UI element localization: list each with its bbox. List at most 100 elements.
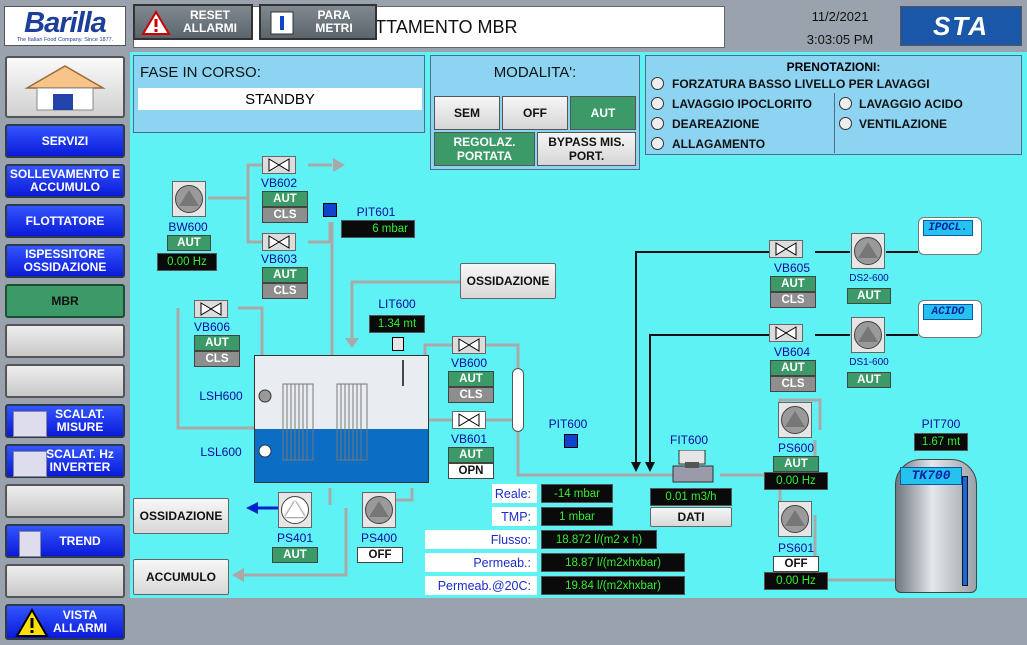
ds2600-pump[interactable] <box>851 233 885 269</box>
nav-vista-allarmi[interactable]: VISTA ALLARMI <box>5 604 125 640</box>
accumulo-button[interactable]: ACCUMULO <box>133 559 229 595</box>
reading-reale-value: -14 mbar <box>541 484 613 503</box>
reading-flusso-value: 18.872 l/(m2 x h) <box>541 530 657 549</box>
ps401-pump[interactable] <box>278 492 312 528</box>
sta-logo: STA <box>900 6 1022 46</box>
fit600-meter-icon <box>671 449 715 484</box>
vb603-tag: VB603 <box>260 252 298 266</box>
ps400-pump[interactable] <box>362 492 396 528</box>
label-ipoclorito: LAVAGGIO IPOCLORITO <box>672 97 813 111</box>
gauge-icon <box>13 411 47 437</box>
ds1600-state: AUT <box>847 372 891 388</box>
vb601-tag: VB601 <box>450 432 488 446</box>
ds1600-pump[interactable] <box>851 317 885 353</box>
ps601-pump[interactable] <box>778 501 812 537</box>
fase-panel: FASE IN CORSO: STANDBY <box>133 55 425 133</box>
nav-ispessitore[interactable]: ISPESSITORE OSSIDAZIONE <box>5 244 125 278</box>
label-forzatura: FORZATURA BASSO LIVELLO PER LAVAGGI <box>672 77 930 91</box>
radio-ventilazione[interactable] <box>839 117 852 130</box>
vb601-pos: OPN <box>448 463 494 479</box>
nav-empty-4[interactable] <box>5 564 125 598</box>
nav-empty-3[interactable] <box>5 484 125 518</box>
ps600-pump[interactable] <box>778 402 812 438</box>
vb600-tag: VB600 <box>450 356 488 370</box>
bw600-state: AUT <box>167 235 211 251</box>
ossidazione-button[interactable]: OSSIDAZIONE <box>460 263 556 299</box>
vb605-tag: VB605 <box>773 261 811 275</box>
ds2600-tag: DS2-600 <box>849 273 889 284</box>
nav-empty-2[interactable] <box>5 364 125 398</box>
mode-aut-button[interactable]: AUT <box>570 96 636 130</box>
lsh600-tag: LSH600 <box>199 389 243 403</box>
vb606-tag: VB606 <box>193 320 231 334</box>
time-display: 3:03:05 PM <box>806 32 874 47</box>
vb600-valve[interactable] <box>452 336 486 354</box>
bypass-button[interactable]: BYPASS MIS. PORT. <box>537 132 636 166</box>
home-button[interactable] <box>5 56 125 118</box>
pit601-sensor-icon <box>323 203 337 217</box>
ps601-state: OFF <box>773 556 819 572</box>
vb601-mode: AUT <box>448 447 494 463</box>
radio-ipoclorito[interactable] <box>651 97 664 110</box>
nav-servizi[interactable]: SERVIZI <box>5 124 125 158</box>
radio-acido[interactable] <box>839 97 852 110</box>
nav-trend[interactable]: TREND <box>5 524 125 558</box>
vb603-valve[interactable] <box>262 233 296 251</box>
radio-allagamento[interactable] <box>651 137 664 150</box>
acido-label: ACIDO <box>923 304 973 320</box>
nav-empty-1[interactable] <box>5 324 125 358</box>
reset-alarm-icon <box>141 10 171 35</box>
fit600-tag: FIT600 <box>669 433 708 447</box>
lit600-tag: LIT600 <box>378 297 416 311</box>
reading-tmp-value: 1 mbar <box>541 507 613 526</box>
modalita-panel: MODALITA': SEM OFF AUT REGOLAZ. PORTATA … <box>430 55 640 170</box>
nav-mbr[interactable]: MBR <box>5 284 125 318</box>
reset-allarmi-button[interactable]: RESET ALLARMI <box>133 4 253 40</box>
parametri-button[interactable]: PARA METRI <box>259 4 377 40</box>
ossidazione-out-button[interactable]: OSSIDAZIONE <box>133 498 229 534</box>
modalita-title: MODALITA': <box>493 64 577 81</box>
reading-permeab20-value: 19.84 l/(m2xhxbar) <box>541 576 685 595</box>
nav-scalat-misure[interactable]: SCALAT. MISURE <box>5 404 125 438</box>
vb601-valve[interactable] <box>452 411 486 429</box>
vb603-pos: CLS <box>262 283 308 299</box>
vb600-mode: AUT <box>448 371 494 387</box>
pit601-value: 6 mbar <box>341 220 415 238</box>
radio-deareazione[interactable] <box>651 117 664 130</box>
pit600-sensor-icon <box>564 434 578 448</box>
mode-off-button[interactable]: OFF <box>502 96 568 130</box>
nav-sollevamento[interactable]: SOLLEVAMENTO E ACCUMULO <box>5 164 125 198</box>
label-ventilazione: VENTILAZIONE <box>859 117 948 131</box>
nav-flottatore[interactable]: FLOTTATORE <box>5 204 125 238</box>
mbr-tank <box>254 355 429 483</box>
mode-sem-button[interactable]: SEM <box>434 96 500 130</box>
reading-permeab-label: Permeab.: <box>425 553 537 572</box>
vb606-valve[interactable] <box>194 300 228 318</box>
ps401-state: AUT <box>272 547 318 563</box>
vb604-mode: AUT <box>770 360 816 376</box>
regolaz-portata-button[interactable]: REGOLAZ. PORTATA <box>434 132 535 166</box>
vb602-tag: VB602 <box>260 176 298 190</box>
fit600-dati-button[interactable]: DATI <box>650 507 732 527</box>
vb605-mode: AUT <box>770 276 816 292</box>
ps400-state: OFF <box>357 547 403 563</box>
nav-scalat-hz[interactable]: SCALAT. Hz INVERTER <box>5 444 125 478</box>
vb602-valve[interactable] <box>262 156 296 174</box>
lsl600-tag: LSL600 <box>200 445 242 459</box>
radio-forzatura[interactable] <box>651 77 664 90</box>
date-display: 11/2/2021 <box>811 9 869 24</box>
vb606-mode: AUT <box>194 335 240 351</box>
reading-permeab20-label: Permeab.@20C: <box>425 576 537 595</box>
bw600-blower[interactable] <box>172 181 206 217</box>
prenotazioni-panel: PRENOTAZIONI: FORZATURA BASSO LIVELLO PE… <box>645 55 1022 155</box>
ps600-hz: 0.00 Hz <box>764 472 828 490</box>
vb605-valve[interactable] <box>769 240 803 258</box>
ps600-tag: PS600 <box>777 441 815 455</box>
vb604-valve[interactable] <box>769 324 803 342</box>
pit601-tag: PIT601 <box>356 205 396 219</box>
prenotazioni-title: PRENOTAZIONI: <box>786 60 881 74</box>
inverter-icon <box>13 451 47 477</box>
ds2600-state: AUT <box>847 288 891 304</box>
vb605-pos: CLS <box>770 292 816 308</box>
